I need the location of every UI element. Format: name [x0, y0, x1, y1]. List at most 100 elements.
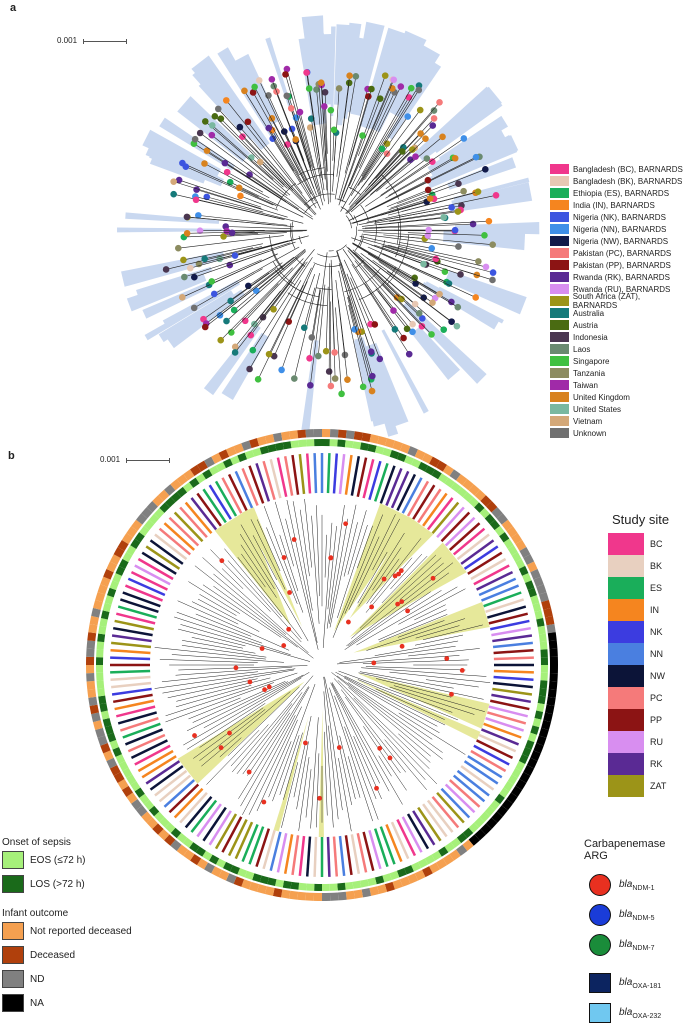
tree-branch	[332, 684, 389, 792]
tip-marker	[282, 71, 289, 78]
tip-marker	[209, 132, 216, 139]
study-site-label: PP	[650, 715, 662, 725]
onset-ring	[97, 688, 105, 697]
tip-marker	[425, 227, 432, 234]
ndm1-marker	[267, 685, 272, 690]
study-site-swatch	[608, 731, 644, 753]
onset-ring	[322, 884, 330, 891]
tip-marker	[369, 373, 376, 380]
onset-ring	[330, 439, 338, 446]
outcome-ring	[550, 657, 558, 665]
onset-legend: Onset of sepsis EOS (≤72 h)LOS (>72 h)	[2, 837, 86, 896]
legend-label: Tanzania	[573, 369, 605, 378]
tip-marker	[228, 329, 235, 336]
tip-label-mark	[346, 455, 352, 495]
tree-arc	[317, 254, 337, 257]
gene-variant: OXA-232	[632, 1013, 661, 1020]
outcome-ring	[549, 673, 557, 682]
ndm1-marker	[292, 537, 297, 542]
onset-ring	[96, 665, 103, 673]
study-site-swatch	[608, 643, 644, 665]
tip-marker	[180, 257, 187, 264]
tree-branch	[182, 645, 266, 657]
onset-ring	[99, 618, 107, 627]
tip-marker	[193, 196, 200, 203]
tree-branch	[341, 690, 406, 773]
outcome-ring	[346, 430, 355, 439]
gene-name: bla	[619, 879, 632, 890]
outcome-ring	[273, 433, 282, 442]
tip-marker	[309, 334, 316, 341]
tip-marker	[257, 159, 264, 166]
legend-item: Singapore	[550, 355, 685, 367]
tip-marker	[237, 124, 244, 131]
clade-highlight	[455, 222, 539, 234]
tip-marker	[232, 252, 239, 259]
panel-b-label: b	[8, 450, 15, 462]
tip-label-mark	[491, 695, 530, 702]
study-site-swatch	[608, 533, 644, 555]
onset-ring	[306, 439, 314, 446]
legend-swatch	[550, 236, 569, 246]
outcome-swatch	[2, 994, 24, 1012]
onset-ring	[360, 879, 369, 887]
legend-label: Indonesia	[573, 333, 608, 342]
onset-ring	[98, 626, 106, 635]
outcome-item: ND	[2, 967, 132, 991]
tip-marker	[201, 160, 208, 167]
legend-item: India (IN), BARNARDS	[550, 199, 685, 211]
onset-item: EOS (≤72 h)	[2, 848, 86, 872]
tip-marker	[440, 214, 447, 221]
onset-label: EOS (≤72 h)	[30, 855, 86, 866]
outcome-ring	[297, 430, 306, 439]
onset-ring	[541, 657, 548, 665]
tip-label-mark	[340, 454, 344, 494]
tip-label-mark	[112, 635, 152, 641]
carbapenemase-symbol	[589, 904, 611, 926]
tip-marker	[455, 304, 462, 311]
outcome-ring	[322, 429, 330, 437]
onset-ring	[314, 439, 322, 446]
tip-label-mark	[346, 835, 352, 875]
tree-arc	[346, 216, 351, 229]
outcome-item: Not reported deceased	[2, 919, 132, 943]
outcome-ring	[281, 431, 290, 440]
tip-marker	[292, 136, 299, 143]
study-site-swatch	[608, 621, 644, 643]
tip-marker	[359, 132, 366, 139]
outcome-ring	[273, 888, 282, 897]
tree-branch	[398, 246, 486, 267]
tip-marker	[338, 391, 345, 398]
study-site-swatch	[608, 709, 644, 731]
study-site-item: RU	[608, 731, 669, 753]
outcome-ring	[330, 892, 339, 900]
tree-branch	[329, 263, 330, 371]
tip-marker	[321, 103, 328, 110]
tip-label-mark	[125, 586, 162, 601]
tip-marker	[328, 383, 335, 390]
tip-label-mark	[123, 724, 161, 738]
tip-marker	[223, 318, 230, 325]
legend-label: United Kingdom	[573, 393, 630, 402]
tip-marker	[346, 72, 353, 79]
tip-marker	[429, 299, 436, 306]
tree-arc	[290, 223, 295, 248]
tip-marker	[428, 331, 435, 338]
tree-branch	[337, 655, 459, 664]
onset-item: LOS (>72 h)	[2, 872, 86, 896]
legend-swatch	[550, 260, 569, 270]
legend-label: Unknown	[573, 429, 606, 438]
outcome-ring	[297, 892, 306, 901]
outcome-ring	[549, 649, 557, 658]
outcome-ring	[86, 649, 94, 658]
outcome-ring	[87, 632, 96, 641]
tip-marker	[204, 147, 211, 154]
ndm1-marker	[343, 521, 348, 526]
tip-marker	[436, 99, 443, 106]
outcome-title: Infant outcome	[2, 908, 132, 919]
onset-swatch	[2, 851, 24, 869]
study-site-label: RK	[650, 759, 663, 769]
outcome-ring	[306, 892, 315, 900]
